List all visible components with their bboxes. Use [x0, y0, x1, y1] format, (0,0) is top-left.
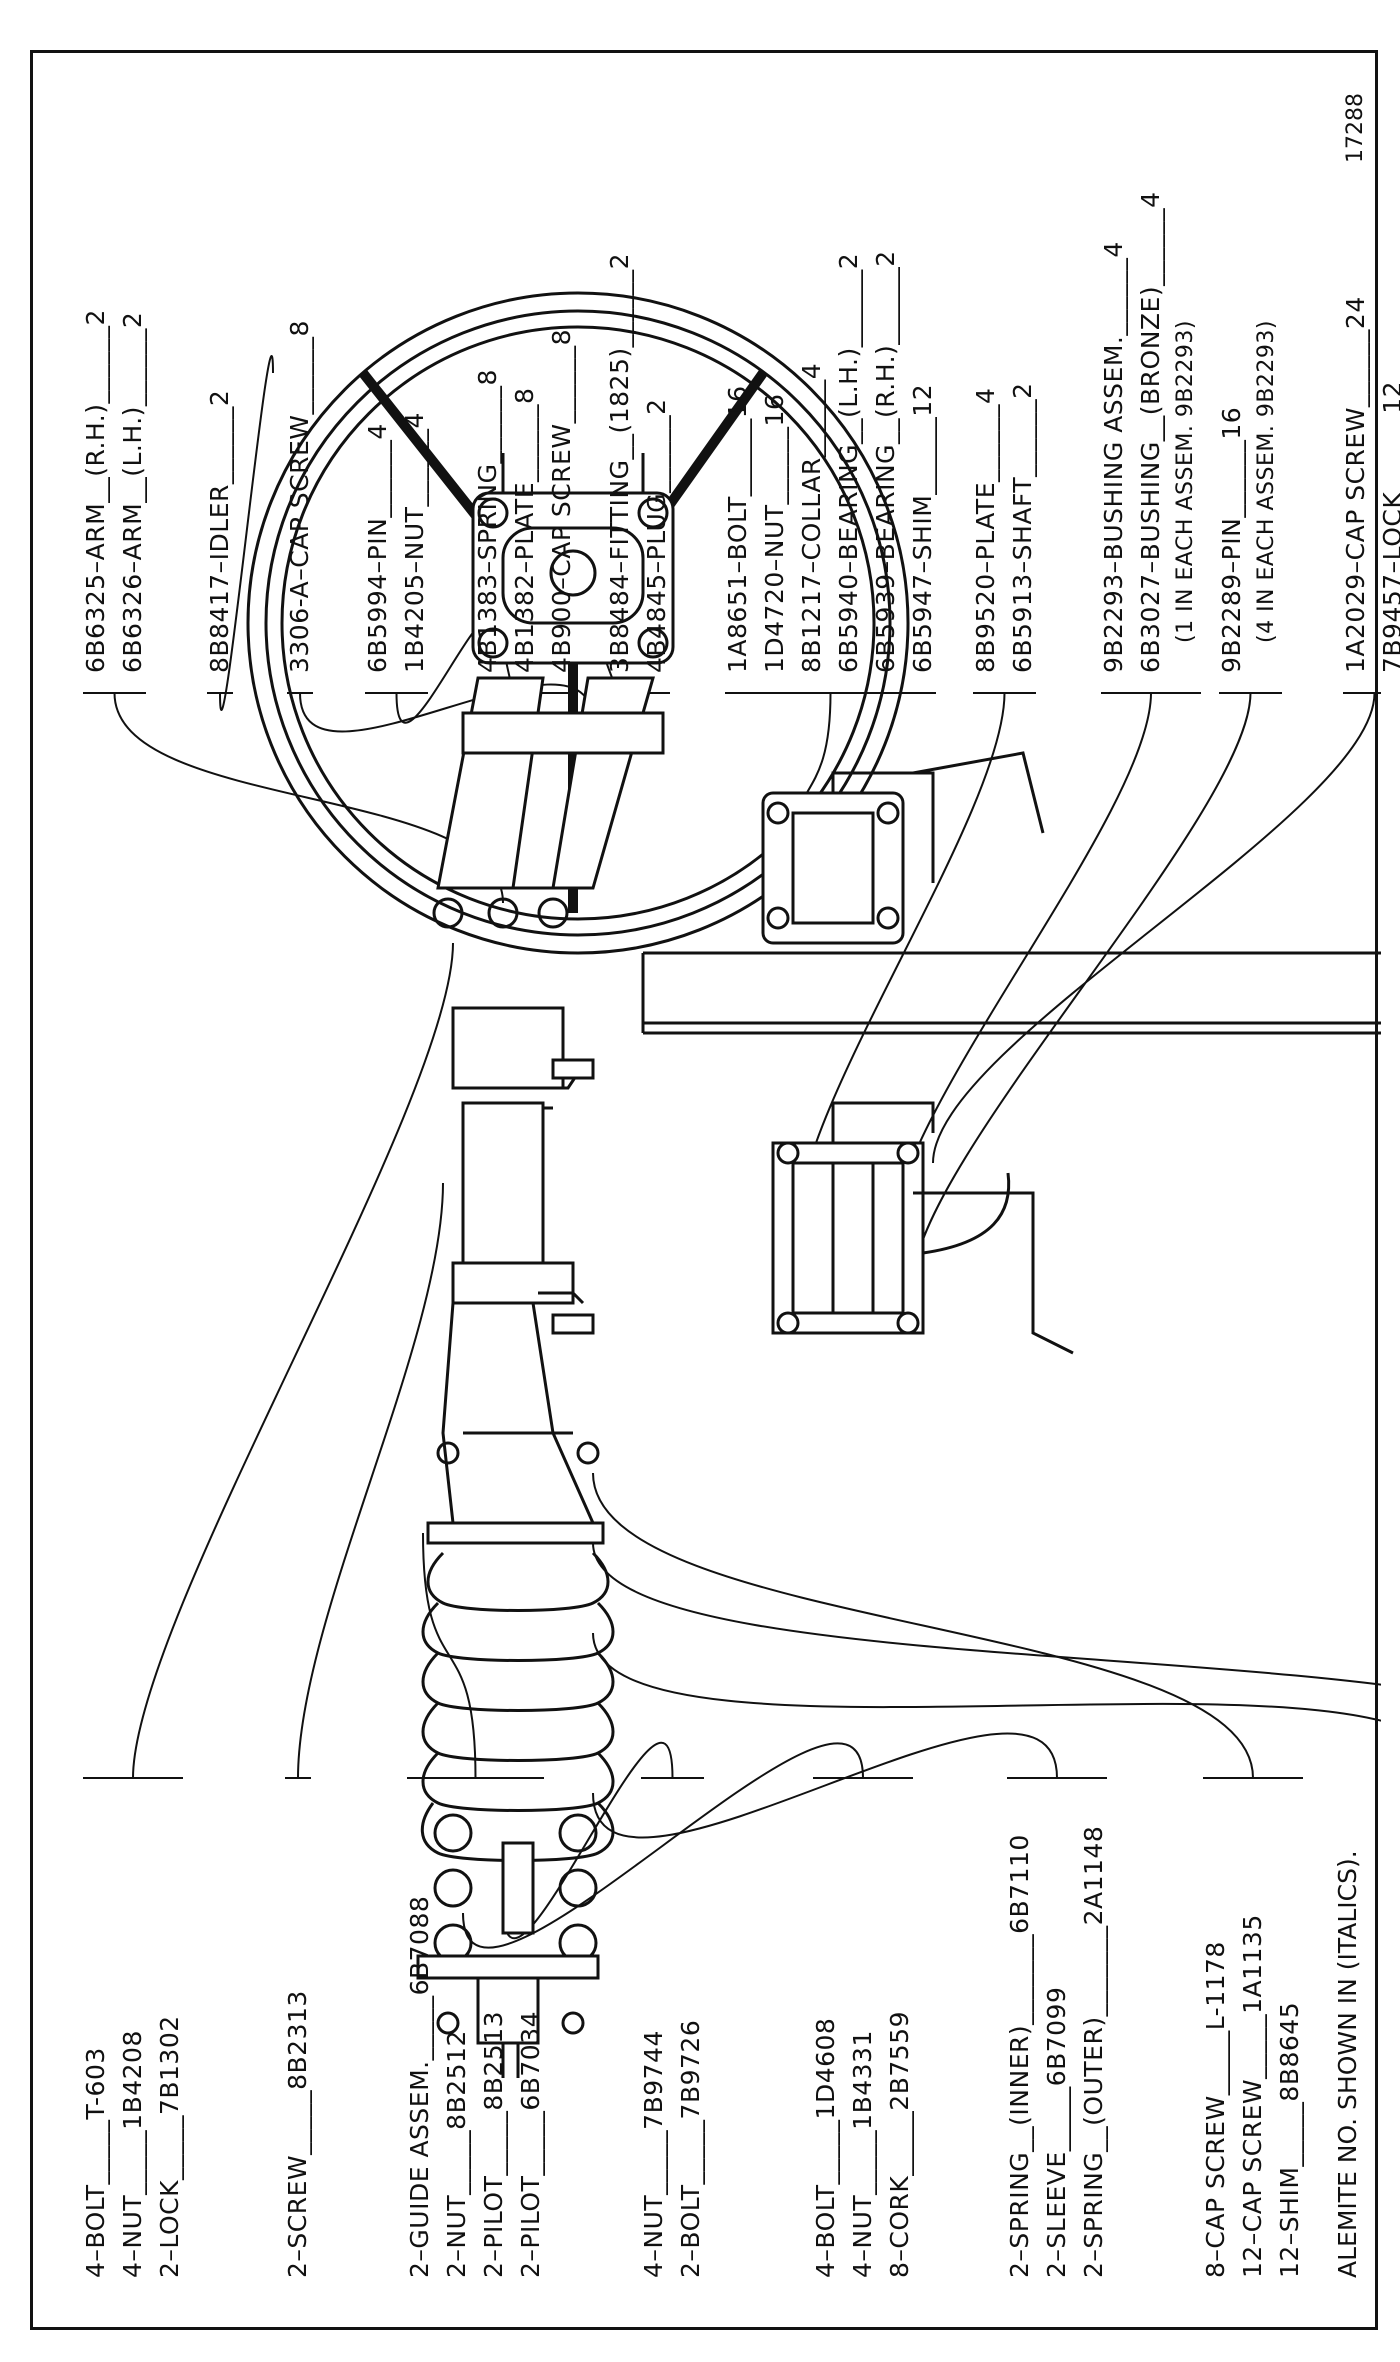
left-leader-3 — [502, 1741, 674, 1940]
recoil-spring — [420, 1551, 615, 1963]
right-leader-10 — [932, 692, 1376, 1164]
left-callout-3-0: 4–NUT_____7B9744 — [639, 2030, 668, 2278]
left-callout-0-0: 4–BOLT_____T-603 — [81, 2047, 110, 2278]
bracket-marks — [83, 692, 1381, 1779]
left-callout-4-1: 4–NUT_____1B4331 — [848, 2030, 877, 2278]
left-leader-1 — [297, 1182, 444, 1779]
left-callout-0-2: 2–LOCK_____7B1302 — [155, 2015, 184, 2278]
right-callout-7-1: 6B5913–SHAFT______2 — [1008, 382, 1037, 673]
right-callout-5-0: 3B8484–FITTING__(1825)______2 — [605, 252, 634, 673]
right-callout-note-8: (1 IN EACH ASSEM. 9B2293) — [1173, 320, 1198, 643]
end-plate — [416, 1954, 600, 2078]
right-callout-10-1: 7B9457–LOCK______12 — [1378, 380, 1400, 673]
figure-number: 17288 — [1343, 93, 1368, 163]
right-callout-3-0: 6B5994–PIN______4 — [363, 423, 392, 673]
left-callout-2-1: 2–NUT_____8B2512 — [442, 2030, 471, 2278]
left-leader-7 — [592, 1632, 1381, 1779]
left-callout-5-0: 2–SPRING__(INNER)_______6B7110 — [1005, 1834, 1034, 2278]
idler-hub — [471, 453, 675, 665]
rotated-drawing-stage: 4–BOLT_____T-603 4–NUT_____1B4208 2–LOCK__… — [33, 53, 1400, 2333]
left-callout-6-0: 8–CAP SCREW_____L-1178 — [1201, 1941, 1230, 2278]
guide-tube — [451, 1006, 595, 1335]
right-callout-7-0: 8B9520–PLATE______4 — [971, 387, 1000, 673]
left-callout-2-3: 2–PILOT_____6B7034 — [516, 2010, 545, 2278]
right-callout-6-0: 1A8651–BOLT______16 — [723, 385, 752, 673]
right-callout-10-0: 1A2029–CAP SCREW______24 — [1341, 296, 1370, 673]
left-callout-4-0: 4–BOLT_____1D4608 — [811, 2017, 840, 2278]
right-callout-9-0: 9B2289–PIN______16 — [1217, 406, 1246, 673]
right-callout-note-9: (4 IN EACH ASSEM. 9B2293) — [1254, 320, 1279, 643]
shaft-cross-section — [771, 1101, 1074, 1355]
left-leader-4 — [462, 1742, 864, 1949]
right-callout-0-1: 6B6326–ARM__(L.H.)______2 — [118, 311, 147, 673]
left-leader-0 — [132, 942, 454, 1779]
left-callout-1-0: 2–SCREW_____8B2313 — [283, 1990, 312, 2278]
right-callout-8-1: 6B3027–BUSHING__(BRONZE)______4 — [1136, 191, 1165, 673]
left-callout-2-0: 2–GUIDE ASSEM._____6B7088 — [405, 1895, 434, 2278]
left-callout-2-2: 2–PILOT_____8B2513 — [479, 2010, 508, 2278]
right-callout-4-1: 4B1382–PLATE______8 — [510, 387, 539, 673]
pilot-cone — [426, 1301, 605, 1545]
left-callout-4-2: 8–CORK_____2B7559 — [885, 2011, 914, 2278]
right-callout-1-0: 8B8417–IDLER______2 — [205, 389, 234, 673]
right-callout-6-2: 8B1217–COLLAR______4 — [797, 362, 826, 673]
right-callout-4-0: 4B1383–SPRING______8 — [473, 369, 502, 673]
left-leader-8 — [592, 1542, 1381, 1779]
left-callout-5-2: 2–SPRING__(OUTER)_______2A1148 — [1079, 1825, 1108, 2278]
right-callout-4-2: 4B900–CAP SCREW______8 — [547, 329, 576, 673]
assembly-drawing — [83, 291, 1381, 2078]
right-callout-6-3: 6B5940–BEARING__(L.H.)______2 — [834, 252, 863, 673]
arm — [432, 676, 665, 929]
right-callout-6-4: 6B5939–BEARING__(R.H.)______2 — [871, 250, 900, 673]
left-callout-6-2: 12–SHIM_____8B8645 — [1275, 2001, 1304, 2278]
right-callout-3-1: 1B4205–NUT______4 — [400, 412, 429, 673]
left-leader-6 — [592, 1472, 1254, 1779]
right-leader-1 — [219, 355, 274, 711]
right-callout-6-1: 1D4720–NUT______16 — [760, 393, 789, 673]
right-callout-5-1: 4B4845–PLUG______2 — [642, 398, 671, 673]
left-callout-0-1: 4–NUT_____1B4208 — [118, 2030, 147, 2278]
left-callout-5-1: 2–SLEEVE_____6B7099 — [1042, 1986, 1071, 2278]
right-callout-2-0: 3306-A–CAP SCREW______8 — [285, 320, 314, 673]
alemite-footnote: ALEMITE NO. SHOWN IN (ITALICS). — [1333, 1850, 1362, 2278]
right-callout-6-5: 6B5947–SHIM______12 — [908, 383, 937, 673]
drawing-sheet: 4–BOLT_____T-603 4–NUT_____1B4208 2–LOCK__… — [30, 50, 1400, 2333]
left-callout-3-1: 2–BOLT_____7B9726 — [676, 2019, 705, 2278]
right-callout-8-0: 9B2293–BUSHING ASSEM.______4 — [1099, 241, 1128, 673]
right-callout-0-0: 6B6325–ARM__(R.H.)______2 — [81, 309, 110, 673]
right-leader-9 — [912, 692, 1252, 1284]
mechanical-parts — [246, 291, 1381, 2078]
left-callout-6-1: 12–CAP SCREW_____1A1135 — [1238, 1914, 1267, 2278]
bearing-block — [761, 751, 1045, 945]
frame-rail — [641, 951, 1381, 1035]
left-leader-5 — [592, 1732, 1058, 1839]
